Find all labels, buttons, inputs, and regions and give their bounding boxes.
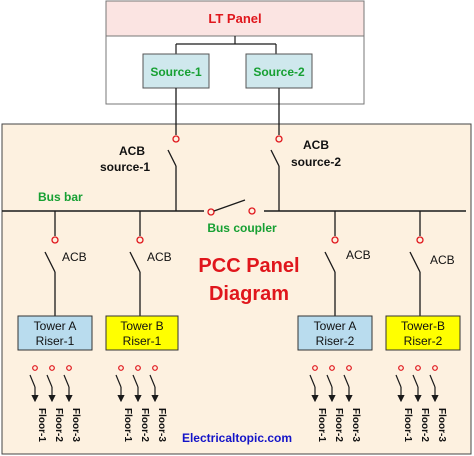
tower-box-4-rect (385, 315, 461, 351)
feeder-3-acb (324, 211, 339, 316)
floor-label: Floor-1 (402, 408, 413, 442)
floor-feeder-t2-f3: Floor-3 (149, 365, 167, 442)
floor-feeder-t3-f2: Floor-2 (326, 365, 344, 442)
tower-box-3-line-1: Tower A (314, 319, 357, 333)
floor-label: Floor-3 (436, 408, 447, 442)
tower-box-3: Tower A Riser-2 (297, 315, 373, 351)
lt-panel: LT Panel (105, 0, 365, 105)
feeder-2-acb (129, 211, 144, 316)
source-1-box: Source-1 (142, 53, 210, 89)
floor-feeder-t3-f3: Floor-3 (343, 365, 361, 442)
tower-box-4: Tower-B Riser-2 (385, 315, 461, 351)
floor-label: Floor-1 (36, 408, 47, 442)
incomer-acb-1-label-2: source-1 (100, 160, 150, 174)
floor-label: Floor-2 (53, 408, 64, 442)
floor-feeders: Floor-1 Floor-2 Floor-3 Floor-1 Floor-2 Floor… (29, 365, 447, 442)
tower-box-3-rect (297, 315, 373, 351)
feeder-3-acb-label: ACB (346, 248, 371, 262)
floor-feeder-t3-f1: Floor-1 (309, 365, 327, 442)
tower-box-3-line-2: Riser-2 (316, 334, 355, 348)
source-1-label: Source-1 (150, 65, 202, 79)
diagram-title-line-2: Diagram (209, 283, 289, 305)
floor-label: Floor-3 (156, 408, 167, 442)
floor-label: Floor-2 (139, 408, 150, 442)
lt-panel-header (105, 0, 365, 37)
tower-box-2-line-1: Tower B (120, 319, 163, 333)
tower-box-2-rect (105, 315, 179, 351)
tower-box-1: Tower A Riser-1 (17, 315, 93, 351)
tower-box-1-line-2: Riser-1 (36, 334, 75, 348)
floor-feeder-t4-f3: Floor-3 (429, 365, 447, 442)
source-2-box: Source-2 (245, 53, 313, 89)
floor-feeder-t1-f2: Floor-2 (46, 365, 64, 442)
floor-label: Floor-2 (419, 408, 430, 442)
floor-label: Floor-1 (316, 408, 327, 442)
floor-feeder-t4-f1: Floor-1 (395, 365, 413, 442)
bus-bar-label: Bus bar (38, 190, 83, 204)
incomer-acb-1-label-1: ACB (119, 144, 145, 158)
bus-coupler (204, 199, 264, 216)
feeder-1-acb (44, 211, 59, 316)
floor-feeder-t2-f1: Floor-1 (115, 365, 133, 442)
floor-feeder-t4-f2: Floor-2 (412, 365, 430, 442)
floor-feeder-t2-f2: Floor-2 (132, 365, 150, 442)
lt-panel-title: LT Panel (208, 11, 261, 26)
footer-website: Electricaltopic.com (182, 431, 292, 445)
tower-box-4-line-1: Tower-B (401, 319, 445, 333)
floor-feeder-t1-f3: Floor-3 (63, 365, 81, 442)
incomer-acb-1 (167, 88, 180, 211)
floor-label: Floor-1 (122, 408, 133, 442)
floor-feeder-t1-f1: Floor-1 (29, 365, 47, 442)
pcc-enclosure (1, 123, 472, 455)
incomer-acb-2 (270, 88, 283, 211)
tower-box-2-line-2: Riser-1 (123, 334, 162, 348)
diagram-title-line-1: PCC Panel (198, 255, 299, 277)
source-connector (175, 36, 277, 54)
incomer-acb-2-label-1: ACB (303, 138, 329, 152)
feeder-2-acb-label: ACB (147, 250, 172, 264)
floor-label: Floor-3 (350, 408, 361, 442)
tower-box-1-line-1: Tower A (34, 319, 77, 333)
bus-coupler-label: Bus coupler (207, 221, 277, 235)
tower-box-4-line-2: Riser-2 (404, 334, 443, 348)
tower-box-2: Tower B Riser-1 (105, 315, 179, 351)
source-2-label: Source-2 (253, 65, 305, 79)
floor-label: Floor-2 (333, 408, 344, 442)
floor-label: Floor-3 (70, 408, 81, 442)
incomer-acb-2-label-2: source-2 (291, 155, 341, 169)
feeder-4-acb (409, 211, 424, 316)
feeder-1-acb-label: ACB (62, 250, 87, 264)
feeder-4-acb-label: ACB (430, 253, 455, 267)
tower-box-1-rect (17, 315, 93, 351)
